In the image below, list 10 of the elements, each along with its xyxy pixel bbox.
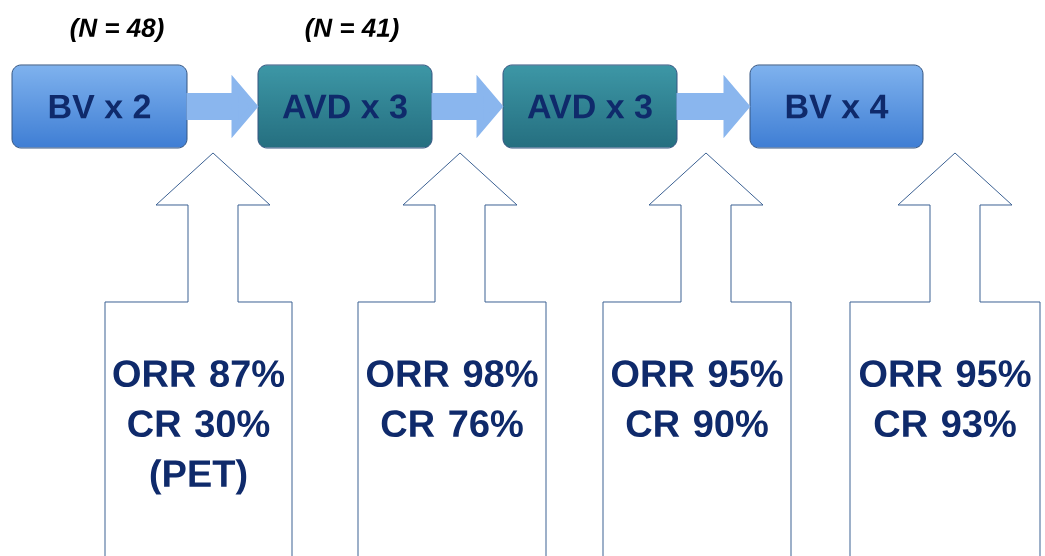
- process-box: AVD x 3: [502, 64, 678, 149]
- sample-size-label: (N = 41): [305, 17, 399, 43]
- sample-size-label: (N = 48): [70, 17, 164, 43]
- callout-box: ORR 87% CR 30% (PET): [104, 152, 293, 556]
- process-box: AVD x 3: [257, 64, 433, 149]
- callout-box: ORR 98% CR 76%: [357, 152, 547, 556]
- process-box: BV x 4: [749, 64, 924, 149]
- process-box: BV x 2: [11, 64, 188, 149]
- callout-box: ORR 95% CR 93%: [849, 152, 1041, 556]
- callout-box: ORR 95% CR 90%: [602, 152, 792, 556]
